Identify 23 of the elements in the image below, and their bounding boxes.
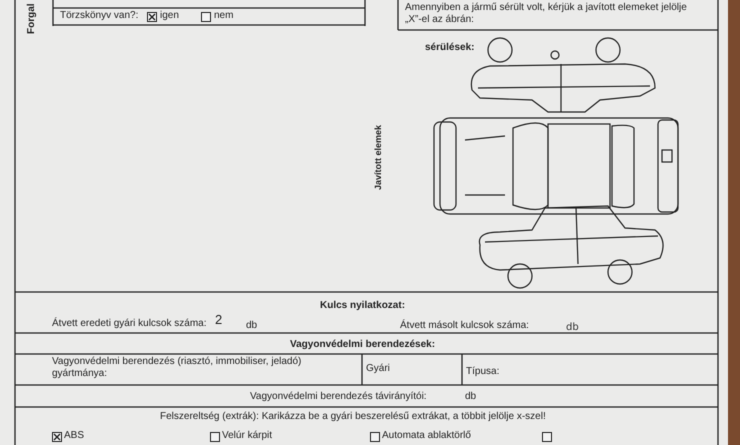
option-label: igen bbox=[160, 10, 179, 22]
field-label: Törzskönyv van?: bbox=[60, 10, 138, 22]
unit-label: db bbox=[566, 322, 579, 334]
section-heading: Vagyonvédelmi berendezések: bbox=[290, 339, 436, 351]
sideways-heading: Forgal bbox=[26, 3, 38, 34]
section-heading: Kulcs nyilatkozat: bbox=[320, 300, 406, 312]
instruction-text: Amennyiben a jármű sérült volt, kérjük a javított elemeket jelölje „X”-el az ábrán: bbox=[405, 2, 688, 26]
field-label: Gyári bbox=[366, 363, 390, 375]
field-label: Vagyonvédelmi berendezés (riasztó, immobiliser, jeladó) gyártmánya: bbox=[52, 356, 302, 380]
unit-label: db bbox=[465, 391, 476, 403]
option-label: nem bbox=[214, 10, 234, 22]
option-label: ABS bbox=[64, 430, 84, 442]
diagram-label: sérülések: bbox=[425, 42, 474, 54]
field-label: Átvett másolt kulcsok száma: bbox=[400, 320, 529, 332]
sideways-heading: Javított elemek bbox=[372, 124, 384, 190]
instruction-text: Felszereltség (extrák): Karikázza be a gyári beszerelésű extrákat, a többit jelölje x-szel! bbox=[160, 411, 546, 423]
option-label: Automata ablaktörlő bbox=[382, 430, 471, 442]
option-label: Velúr kárpit bbox=[222, 430, 272, 442]
unit-label: db bbox=[246, 320, 258, 332]
field-label: Vagyonvédelmi berendezés távirányítói: bbox=[250, 391, 427, 403]
handwritten-number: 2 bbox=[215, 314, 222, 326]
field-label: Átvett eredeti gyári kulcsok száma: bbox=[52, 318, 207, 330]
field-label: Típusa: bbox=[466, 366, 500, 378]
